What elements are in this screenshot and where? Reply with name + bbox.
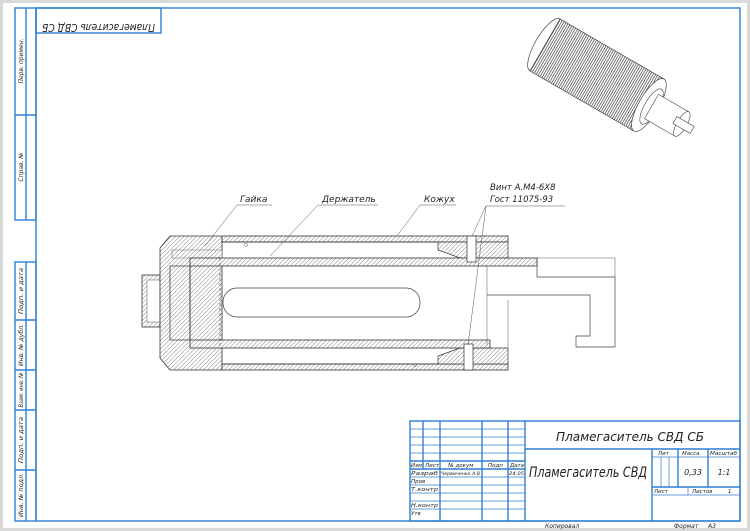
- holder-slot: [222, 287, 421, 318]
- hdr-date: Дата: [509, 463, 525, 469]
- strip-label: Инв. № подл.: [18, 473, 25, 517]
- title-block: Пламегаситель СВД СБ Пламегаситель СВД И…: [409, 420, 741, 522]
- sheet-label: Лист: [653, 489, 669, 495]
- hdr-list: Лист: [424, 463, 440, 469]
- sheets-value: 1: [728, 489, 732, 495]
- callout-screw-line1: Винт А.М4-6Х8: [490, 183, 556, 193]
- rotated-stamp-text: Пламегаситель СВД СБ: [42, 21, 155, 34]
- role-tech-control: Т.контр: [411, 487, 439, 493]
- callouts: Гайка Держатель Кожух Винт А.М4-6Х8 Гост…: [204, 183, 565, 346]
- strip-label: Подп. и дата: [18, 268, 25, 314]
- format-label: Формат: [674, 523, 699, 530]
- role-norm-control: Н.контр: [411, 503, 439, 509]
- developer-name: Червиченко А.В: [441, 471, 480, 477]
- hdr-sign: Подп: [488, 463, 503, 469]
- isometric-view: [527, 18, 695, 137]
- screw-top: [466, 235, 477, 263]
- strip-label: Перв. примен.: [18, 38, 25, 83]
- screw-bottom: [463, 343, 474, 371]
- doc-code: Пламегаситель СВД СБ: [556, 430, 704, 444]
- rotated-stamp: Пламегаситель СВД СБ: [35, 7, 162, 34]
- mass-value: 0,33: [684, 468, 702, 477]
- drawing-name: Пламегаситель СВД: [529, 465, 647, 481]
- mass-label: Масса: [682, 451, 700, 457]
- holder-part: [189, 257, 538, 267]
- callout-casing: Кожух: [424, 195, 455, 205]
- lit-label: Лит: [657, 451, 670, 457]
- strip-label: Подп. и дата: [18, 417, 25, 463]
- sheets-label: Листов: [691, 489, 713, 495]
- scale-value: 1:1: [718, 468, 731, 477]
- hdr-izm: Изм: [411, 463, 422, 469]
- callout-holder: Держатель: [321, 195, 376, 205]
- strip-label: Инв. № дубл.: [18, 324, 25, 366]
- strip-label: Справ. №: [18, 152, 25, 181]
- casing-part: [221, 235, 509, 243]
- left-strip-bottom: Подп. и дата Инв. № дубл. Взам. инв. № П…: [14, 261, 37, 522]
- callout-nut: Гайка: [240, 195, 267, 205]
- callout-screw-line2: Гост 11075-93: [490, 195, 553, 205]
- copied-label: Копировал: [545, 523, 579, 530]
- hdr-doc-no: № докум: [447, 463, 473, 469]
- section-view: [141, 235, 616, 371]
- strip-label: Взам. инв. №: [18, 373, 25, 408]
- scale-label: Масштаб: [710, 451, 738, 457]
- developer-date: 24.05: [509, 471, 524, 477]
- role-developer: Разраб: [411, 471, 439, 477]
- left-strip-top: Перв. примен. Справ. №: [14, 7, 37, 221]
- role-approved: Утв: [411, 511, 421, 517]
- format-value: А3: [707, 523, 716, 530]
- role-checker: Пров: [411, 479, 425, 485]
